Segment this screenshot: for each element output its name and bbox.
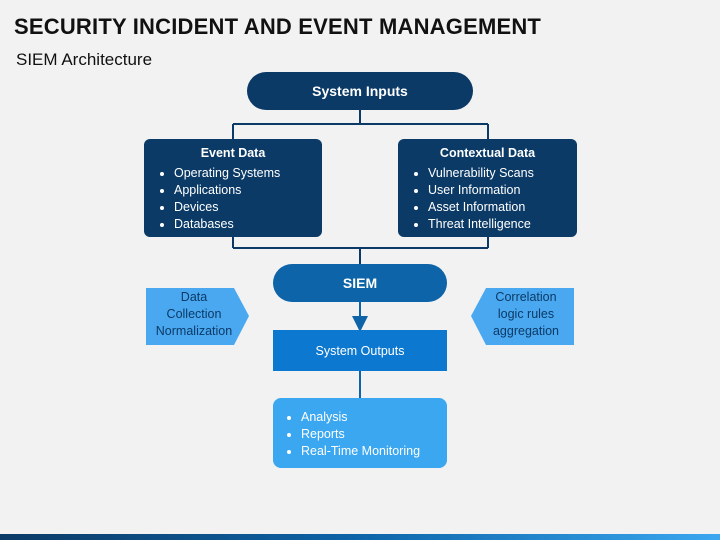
system-outputs-node: System Outputs	[273, 330, 447, 371]
left-callout-shape	[146, 288, 249, 345]
list-item: Vulnerability Scans	[428, 165, 577, 182]
right-callout-shape	[471, 288, 574, 345]
contextual-data-list: Vulnerability Scans User Information Ass…	[398, 165, 577, 233]
outputs-list: Analysis Reports Real-Time Monitoring	[273, 409, 447, 460]
list-item: Devices	[174, 199, 322, 216]
system-inputs-node: System Inputs	[247, 72, 473, 110]
right-callout-line: aggregation	[492, 324, 560, 338]
list-item: Analysis	[301, 409, 447, 426]
page-title: SECURITY INCIDENT AND EVENT MANAGEMENT	[14, 14, 542, 39]
list-item: Reports	[301, 426, 447, 443]
event-data-heading: Event Data	[200, 146, 266, 160]
left-callout: Data Collection Normalization	[146, 289, 242, 340]
outputs-list-box: Analysis Reports Real-Time Monitoring	[273, 398, 447, 468]
list-item: Applications	[174, 182, 322, 199]
event-data-card: Event Data Operating Systems Application…	[144, 139, 322, 237]
list-item: User Information	[428, 182, 577, 199]
left-callout-line: Collection	[166, 307, 222, 321]
siem-node: SIEM	[273, 264, 447, 302]
list-item: Operating Systems	[174, 165, 322, 182]
list-item: Threat Intelligence	[428, 216, 577, 233]
left-callout-line: Normalization	[155, 324, 233, 338]
contextual-data-heading: Contextual Data	[439, 146, 536, 160]
left-callout-line: Data	[180, 290, 208, 304]
list-item: Databases	[174, 216, 322, 233]
list-item: Asset Information	[428, 199, 577, 216]
right-callout: Correlation logic rules aggregation	[478, 289, 574, 340]
contextual-data-card: Contextual Data Vulnerability Scans User…	[398, 139, 577, 237]
list-item: Real-Time Monitoring	[301, 443, 447, 460]
footer-gradient-bar	[0, 534, 720, 540]
page-subtitle: SIEM Architecture	[16, 50, 153, 69]
right-callout-line: logic rules	[497, 307, 555, 321]
right-callout-line: Correlation	[495, 290, 557, 304]
event-data-list: Operating Systems Applications Devices D…	[144, 165, 322, 233]
